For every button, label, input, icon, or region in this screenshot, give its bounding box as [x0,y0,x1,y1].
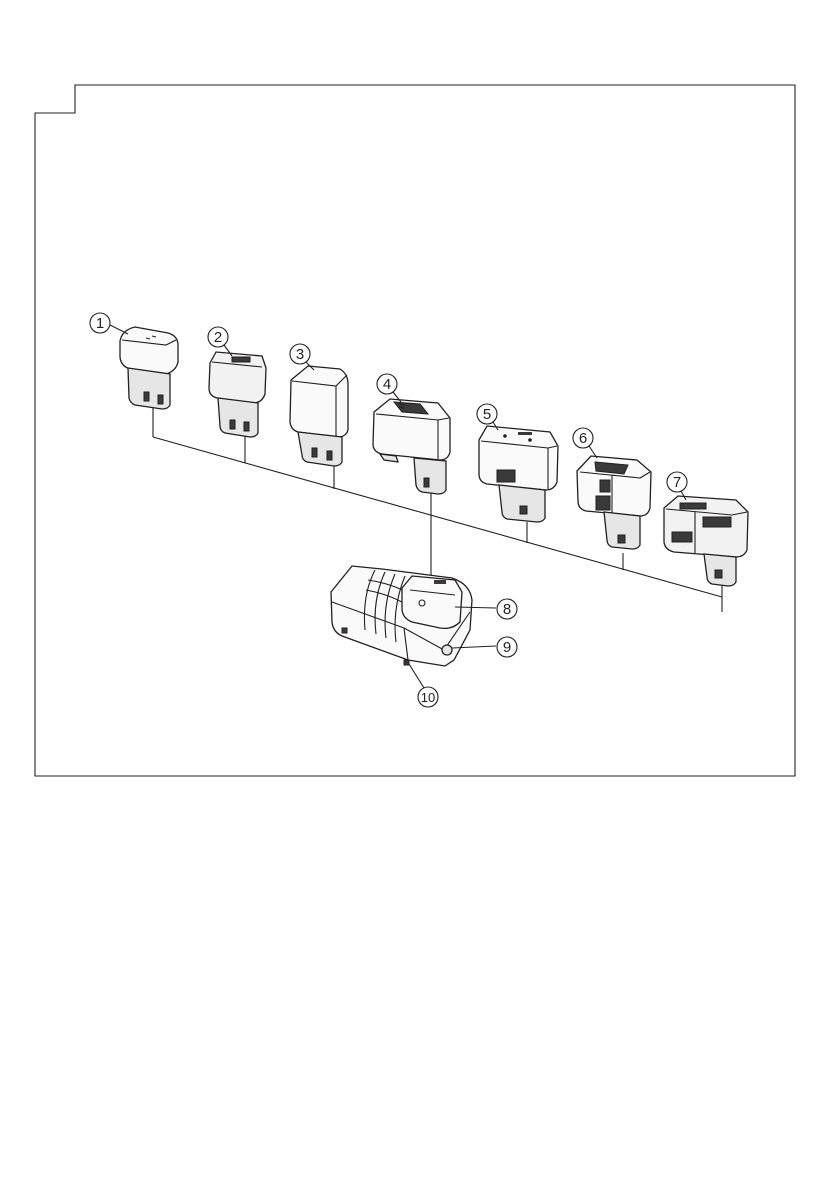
battery-pack-1 [120,327,178,409]
callout-7: 7 [667,472,687,500]
callout-4: 4 [377,374,401,402]
callout-9: 9 [497,637,517,657]
callout-1-label: 1 [96,315,104,332]
callout-9-label: 9 [503,639,511,656]
callout-8: 8 [497,599,517,619]
callout-7-label: 7 [673,474,681,491]
callout-6: 6 [573,428,597,458]
callout-5-label: 5 [483,406,491,423]
callout-2: 2 [208,327,232,356]
callout-8-label: 8 [503,601,511,618]
battery-pack-6 [577,456,651,549]
callout-4-label: 4 [383,376,391,393]
callout-1: 1 [90,313,128,334]
callout-10: 10 [418,687,438,707]
battery-pack-2 [209,352,266,437]
battery-pack-4 [373,399,450,494]
callout-3: 3 [290,344,314,370]
battery-pack-7 [664,496,748,586]
charger [331,566,472,666]
callout-10-label: 10 [421,690,435,705]
battery-pack-5 [479,426,558,522]
callout-6-label: 6 [579,430,587,447]
battery-pack-3 [290,366,348,466]
callout-2-label: 2 [214,329,222,346]
callout-3-label: 3 [296,346,304,363]
